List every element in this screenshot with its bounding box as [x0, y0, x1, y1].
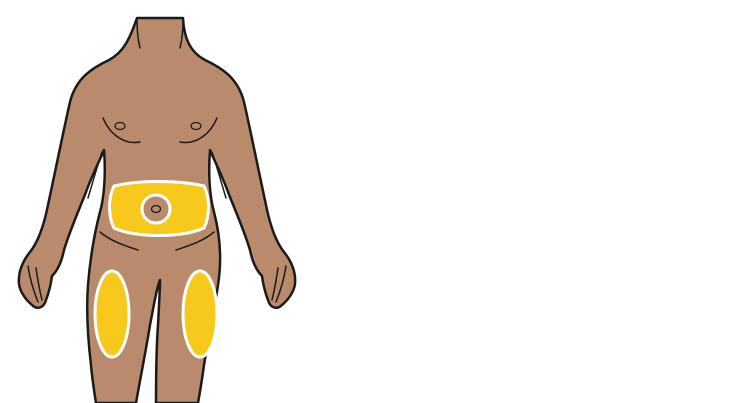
- left-thigh-injection-zone: [95, 271, 129, 357]
- navel-exclusion-circle: [142, 195, 170, 223]
- right-thigh-injection-zone: [183, 271, 217, 357]
